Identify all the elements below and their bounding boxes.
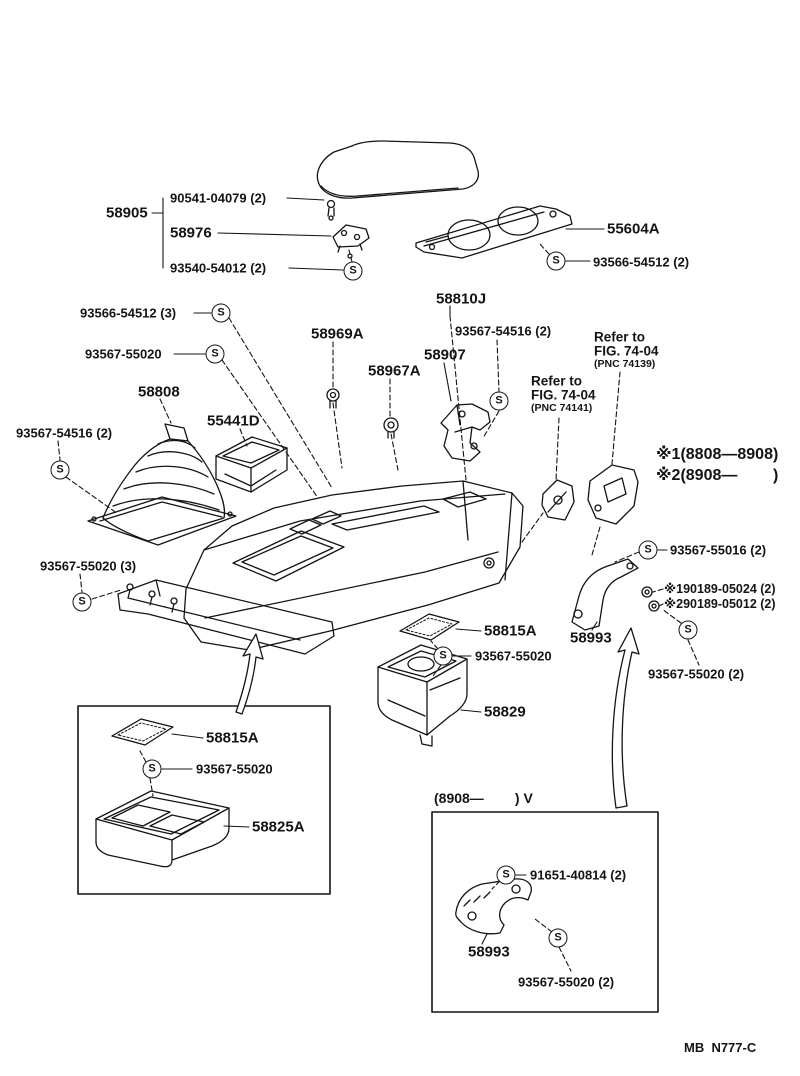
note-star2: ※2(8908— ) — [656, 467, 779, 484]
inset1-part-58815A: 58815A — [206, 729, 259, 747]
dashed-leader-lines — [57, 242, 700, 972]
part-58993-main: 58993 — [570, 629, 612, 647]
refer-fig-7404-a-line1: Refer to — [594, 329, 646, 345]
inset-box-2 — [431, 811, 659, 1013]
part-58976: 58976 — [170, 224, 212, 242]
part-93567-55020-3: 93567-55020 (3) — [40, 558, 137, 574]
part-58905: 58905 — [106, 204, 148, 222]
console-lid-drawing — [316, 140, 480, 221]
part-93540-54012: 93540-54012 (2) — [170, 260, 267, 276]
screw-inset2-91651-40814-symbol: S — [496, 865, 516, 885]
screw-93540-54012-symbol: S — [343, 261, 363, 281]
screw-inset2-93567-55020-2-symbol: S — [548, 928, 568, 948]
part-55604A: 55604A — [607, 220, 660, 238]
part-190189-05024: ※190189-05024 (2) — [664, 581, 776, 596]
clip-58969A-drawing — [326, 388, 340, 409]
part-58808: 58808 — [138, 383, 180, 401]
inset2-part-91651-40814: 91651-40814 (2) — [530, 867, 627, 883]
part-58907: 58907 — [424, 346, 466, 364]
rear-console-58829-drawing — [377, 644, 468, 747]
inset1-part-93567-55020: 93567-55020 — [196, 761, 273, 777]
bracket-58993-drawing — [571, 558, 660, 631]
inset2-part-93567-55020-2: 93567-55020 (2) — [518, 974, 615, 990]
page-code: MB N777-C — [684, 1040, 757, 1055]
inset2-part-58993: 58993 — [468, 943, 510, 961]
console-body-drawing — [183, 480, 524, 651]
part-93567-54516-top: 93567-54516 (2) — [455, 323, 552, 339]
hinge-drawing — [332, 224, 370, 259]
part-58967A: 58967A — [368, 362, 421, 380]
part-58829: 58829 — [484, 703, 526, 721]
part-93567-55020-2-right: 93567-55020 (2) — [648, 666, 745, 682]
screw-93567-55020-2-right-symbol: S — [678, 620, 698, 640]
mat-58815A-drawing — [399, 613, 460, 641]
inset1-part-58825A: 58825A — [252, 818, 305, 836]
screw-93567-55016-symbol: S — [638, 540, 658, 560]
part-93567-54516-left: 93567-54516 (2) — [16, 425, 113, 441]
screw-93566-54512-right-symbol: S — [546, 251, 566, 271]
screw-93567-54516-left-symbol: S — [50, 460, 70, 480]
part-58810J: 58810J — [436, 290, 487, 308]
screw-inset1-93567-55020-symbol: S — [142, 759, 162, 779]
screw-93567-55020-3-symbol: S — [72, 592, 92, 612]
shift-boot-drawing — [87, 423, 237, 546]
part-90541-04079: 90541-04079 (2) — [170, 190, 267, 206]
inset-reference-arrows — [235, 627, 640, 809]
solid-leader-lines — [151, 197, 668, 945]
finish-plate-drawing — [415, 205, 573, 259]
bracket-58907-drawing — [440, 403, 491, 462]
part-290189-05012: ※290189-05012 (2) — [664, 596, 776, 611]
part-58969A: 58969A — [311, 325, 364, 343]
grommet-58967A-drawing — [383, 417, 399, 439]
tray-55441D-drawing — [215, 436, 288, 493]
screw-93566-54512-left-symbol: S — [211, 303, 231, 323]
note-star1: ※1(8808—8908) — [656, 446, 779, 463]
part-93567-55020-left: 93567-55020 — [85, 346, 162, 362]
refer-fig-7404-a-line3: (PNC 74139) — [594, 357, 656, 370]
part-55441D: 55441D — [207, 412, 260, 430]
part-58815A-main: 58815A — [484, 622, 537, 640]
refer-fig-7404-b-line2: FIG. 74-04 — [531, 387, 596, 403]
refer-fig-7404-a-line2: FIG. 74-04 — [594, 343, 659, 359]
screw-93567-55020-mid-symbol: S — [433, 646, 453, 666]
refer-fig-7404-b-line1: Refer to — [531, 373, 583, 389]
part-93566-54512-left: 93566-54512 (3) — [80, 305, 177, 321]
screw-93567-54516-top-symbol: S — [489, 391, 509, 411]
inset2-title: (8908— ) V — [434, 790, 533, 806]
side-bracket-a-drawing — [541, 479, 575, 521]
inset-box-1 — [77, 705, 331, 895]
part-93567-55020-mid: 93567-55020 — [475, 648, 552, 664]
screw-93567-55020-left-symbol: S — [205, 344, 225, 364]
part-93566-54512-right: 93566-54512 (2) — [593, 254, 690, 270]
refer-fig-7404-b-line3: (PNC 74141) — [531, 401, 593, 414]
part-93567-55016: 93567-55016 (2) — [670, 542, 767, 558]
lower-trim-drawing — [117, 579, 335, 655]
side-bracket-b-drawing — [587, 464, 639, 525]
